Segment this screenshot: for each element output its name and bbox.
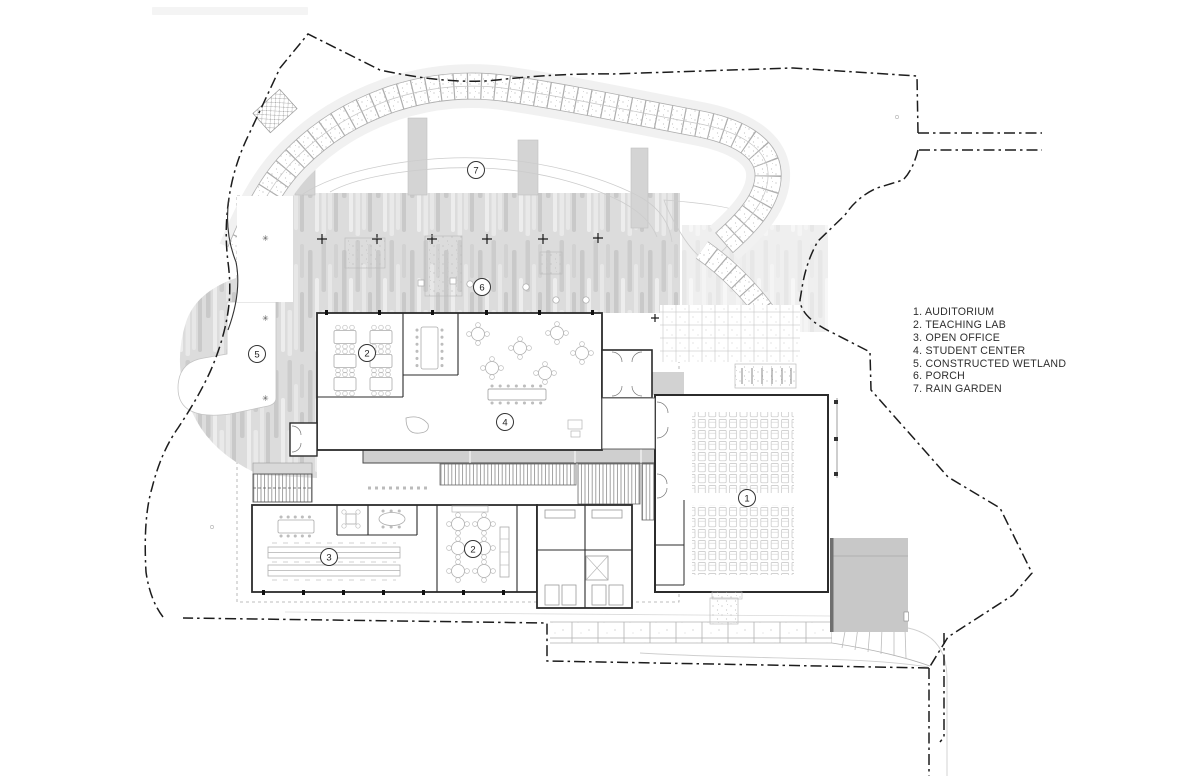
callout-open-office: 3 <box>320 548 338 566</box>
callout-rain-garden: 7 <box>467 161 485 179</box>
legend-item-porch: 6. PORCH <box>913 370 966 383</box>
ramp-crosshatch <box>252 88 298 134</box>
column-marks-south <box>262 590 505 595</box>
svg-text:5: 5 <box>254 349 259 360</box>
svg-text:2: 2 <box>364 348 369 359</box>
legend-item-teaching-lab: 2. TEACHING LAB <box>913 318 1007 331</box>
legend-item-student-center: 4. STUDENT CENTER <box>913 344 1026 357</box>
restroom-fixtures <box>544 509 624 606</box>
stream-edge <box>227 197 239 331</box>
callouts: 7 6 5 2 4 1 3 <box>248 161 756 566</box>
terrace <box>830 538 909 632</box>
svg-text:3: 3 <box>326 552 331 563</box>
bike-racks <box>734 363 797 389</box>
east-vestibule <box>601 349 653 399</box>
student-center-furniture <box>405 321 594 438</box>
faded-title-watermark <box>152 7 308 15</box>
meeting-room-furniture <box>341 509 406 529</box>
svg-text:7: 7 <box>473 165 478 176</box>
teaching-lab-lower-furniture <box>446 505 510 583</box>
paver-plaza <box>660 305 800 362</box>
plaza-pad <box>650 372 684 395</box>
svg-text:2: 2 <box>470 544 475 555</box>
callout-teaching-lab-lower: 2 <box>464 540 482 558</box>
south-walk <box>284 597 948 776</box>
upper-wing <box>289 310 653 457</box>
west-vestibule <box>289 422 318 457</box>
building-layer <box>251 235 838 609</box>
column-marks <box>325 310 594 315</box>
svg-text:4: 4 <box>502 417 507 428</box>
legend-item-rain-garden: 7. RAIN GARDEN <box>913 383 1002 396</box>
link-hall <box>601 397 656 450</box>
svg-text:✳: ✳ <box>262 234 269 243</box>
conference-room-furniture <box>415 326 444 370</box>
west-stair <box>252 462 313 503</box>
svg-text:6: 6 <box>479 282 484 293</box>
seating-block-north <box>692 412 794 493</box>
svg-text:1: 1 <box>744 493 749 504</box>
legend-item-constructed-wetland: 5. CONSTRUCTED WETLAND <box>913 357 1067 370</box>
legend-item-auditorium: 1. AUDITORIUM <box>913 306 995 318</box>
lower-wing <box>251 504 633 609</box>
piano <box>405 416 429 434</box>
legend-item-open-office: 3. OPEN OFFICE <box>913 331 1001 344</box>
callout-porch: 6 <box>473 278 491 296</box>
porch-deck <box>344 235 590 304</box>
wetland-upper-pool <box>237 196 293 302</box>
callout-student-center: 4 <box>496 413 514 431</box>
property-boundary <box>144 33 1042 776</box>
legend: 1. AUDITORIUM 2. TEACHING LAB 3. OPEN OF… <box>913 306 1066 396</box>
callout-auditorium: 1 <box>738 489 756 507</box>
svg-text:✳: ✳ <box>262 314 269 323</box>
callout-constructed-wetland: 5 <box>248 345 266 363</box>
svg-text:✳: ✳ <box>262 394 269 403</box>
seating-block-south <box>692 505 794 575</box>
callout-teaching-lab-upper: 2 <box>358 344 376 362</box>
shrub-markers: ✳ ✳ ✳ <box>210 115 899 529</box>
